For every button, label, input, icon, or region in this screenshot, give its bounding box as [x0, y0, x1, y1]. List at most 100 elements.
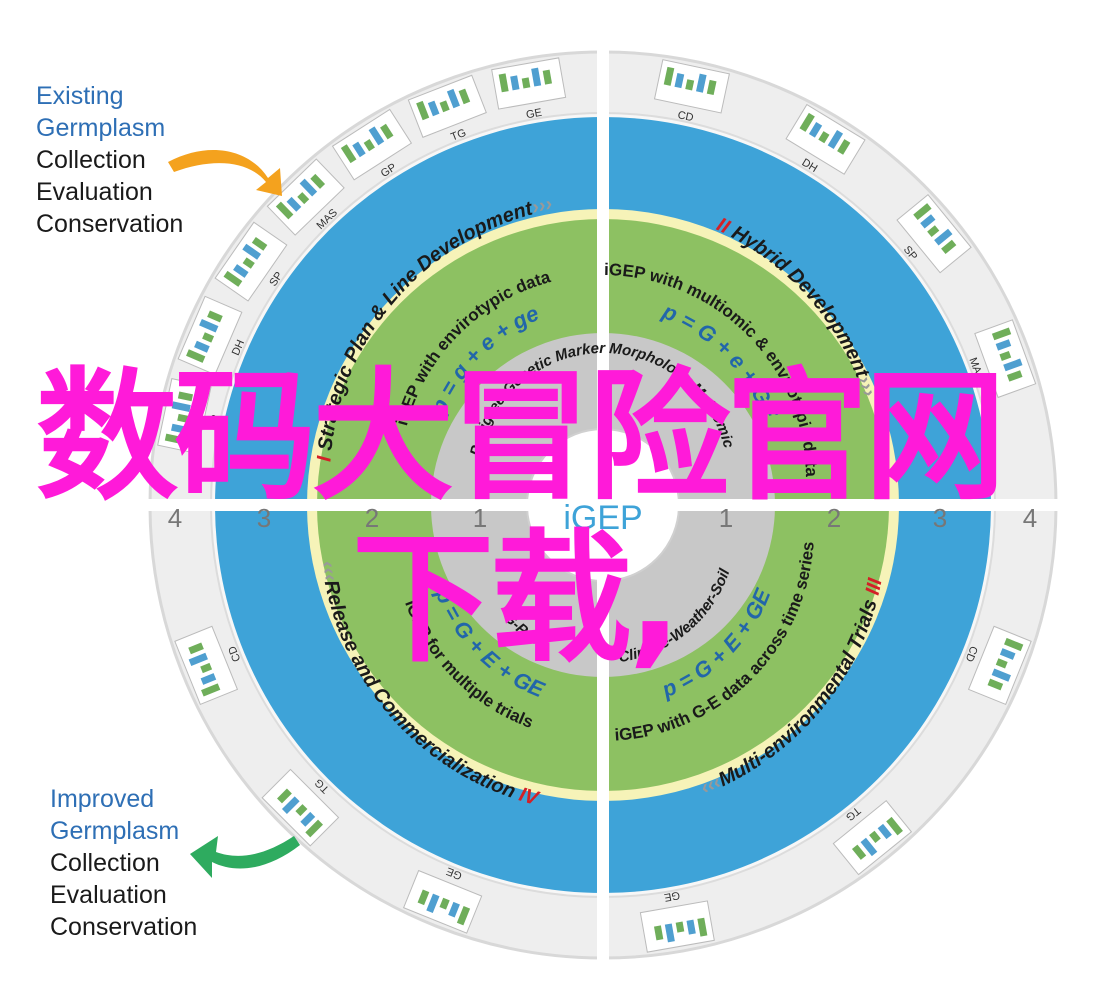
- thumbnail-glyph: [663, 66, 675, 86]
- thumbnail-cd: CD: [963, 625, 1032, 706]
- thumbnail-sp: SP: [896, 194, 972, 274]
- thumbnail-glyph: [696, 73, 707, 93]
- thumbnail-glyph: [188, 652, 208, 666]
- thumbnail-glyph: [295, 804, 308, 817]
- axis-right-3: 3: [933, 503, 947, 533]
- thumbnail-glyph: [242, 243, 262, 260]
- thumbnail-label: CD: [676, 109, 694, 124]
- thumbnail-glyph: [251, 236, 268, 251]
- thumbnail-label: CD: [963, 644, 980, 663]
- thumbnail-glyph: [233, 264, 249, 278]
- thumbnail-glyph: [999, 648, 1016, 660]
- thumbnail-glyph: [1006, 370, 1023, 382]
- existing-line2: Germplasm: [36, 114, 166, 142]
- thumbnail-glyph: [920, 214, 936, 229]
- thumbnail-dh: DH: [785, 103, 866, 175]
- thumbnail-glyph: [941, 239, 957, 255]
- axis-left-3: 3: [257, 503, 271, 533]
- thumbnail-glyph: [171, 401, 191, 412]
- hub-label: iGEP: [563, 499, 642, 537]
- thumbnail-glyph: [281, 796, 300, 815]
- thumbnail-glyph: [498, 73, 509, 93]
- thumbnail-glyph: [171, 423, 187, 434]
- improved-line5: Conservation: [50, 913, 198, 941]
- thumbnail-tg: TG: [261, 768, 340, 847]
- orange-arrow: [168, 150, 282, 196]
- thumbnail-label: GE: [445, 865, 464, 882]
- thumbnail-glyph: [380, 123, 394, 140]
- thumbnail-glyph: [416, 100, 430, 121]
- thumbnail-glyph: [417, 889, 430, 906]
- thumbnail-label: CR: [207, 413, 222, 431]
- thumbnail-glyph: [299, 178, 318, 197]
- existing-line3: Collection: [36, 146, 146, 174]
- improved-line4: Evaluation: [50, 881, 167, 909]
- improved-line2: Germplasm: [50, 817, 180, 845]
- thumbnail-glyph: [685, 79, 695, 91]
- thumbnail-glyph: [363, 139, 375, 152]
- thumbnail-glyph: [199, 318, 219, 333]
- thumbnail-glyph: [675, 921, 685, 933]
- thumbnail-sp: SP: [214, 221, 288, 302]
- thumbnail-glyph: [886, 816, 903, 836]
- thumbnail-glyph: [201, 683, 221, 697]
- thumbnail-label: DH: [230, 338, 247, 357]
- thumbnail-glyph: [1003, 358, 1023, 372]
- thumbnail-glyph: [674, 73, 685, 89]
- axis-left-4: 4: [168, 503, 182, 533]
- thumbnail-glyph: [991, 668, 1011, 682]
- thumbnail-ge: GE: [491, 57, 567, 121]
- thumbnail-dh: DH: [177, 295, 247, 376]
- thumbnail-glyph: [300, 811, 316, 827]
- improved-line1: Improved: [50, 785, 155, 813]
- thumbnail-glyph: [188, 642, 204, 655]
- existing-germplasm-box: Existing Germplasm Collection Evaluation…: [36, 80, 183, 240]
- thumbnail-cr: CR: [157, 378, 222, 455]
- overlay-title-line2: 下载,: [352, 517, 682, 682]
- thumbnail-glyph: [542, 69, 553, 85]
- thumbnail-glyph: [934, 228, 953, 246]
- thumbnail-glyph: [200, 662, 213, 674]
- thumbnail-glyph: [837, 139, 851, 155]
- thumbnail-glyph: [194, 340, 210, 353]
- thumbnail-tg: TG: [407, 74, 487, 144]
- thumbnail-glyph: [426, 893, 440, 913]
- thumbnail-glyph: [277, 788, 292, 804]
- thumbnail-cd: CD: [653, 59, 730, 124]
- thumbnail-glyph: [368, 126, 385, 146]
- thumbnail-cd: CD: [174, 625, 243, 706]
- thumbnail-glyph: [808, 121, 823, 138]
- thumbnail-label: GE: [663, 889, 681, 904]
- thumbnail-glyph: [653, 925, 664, 941]
- thumbnail-tg: TG: [832, 800, 913, 876]
- thumbnail-glyph: [439, 100, 450, 113]
- thumbnail-glyph: [352, 141, 366, 158]
- thumbnail-glyph: [869, 830, 881, 843]
- thumbnail-glyph: [913, 203, 932, 220]
- thumbnail-glyph: [1004, 637, 1024, 652]
- thumbnail-glyph: [991, 327, 1012, 341]
- thumbnail-glyph: [200, 673, 217, 685]
- axis-right-2: 2: [827, 503, 841, 533]
- thumbnail-glyph: [531, 67, 542, 87]
- thumbnail-glyph: [446, 88, 460, 109]
- existing-line5: Conservation: [36, 210, 184, 238]
- thumbnail-glyph: [275, 201, 294, 220]
- axis-right-4: 4: [1023, 503, 1037, 533]
- overlay-title-line1: 数码大冒险官网: [36, 355, 1006, 520]
- thumbnail-glyph: [297, 192, 310, 205]
- hub-fill: [533, 435, 673, 575]
- thumbnail-glyph: [427, 100, 440, 117]
- thumbnail-glyph: [286, 196, 302, 212]
- thumbnail-glyph: [521, 77, 531, 89]
- improved-germplasm-box: Improved Germplasm Collection Evaluation…: [50, 783, 197, 943]
- thumbnail-glyph: [927, 225, 940, 238]
- thumbnail-glyph: [851, 844, 867, 860]
- axis-right-1: 1: [719, 503, 733, 533]
- green-arrow: [190, 836, 300, 878]
- thumbnail-glyph: [207, 310, 223, 323]
- thumbnail-label: CD: [226, 644, 243, 663]
